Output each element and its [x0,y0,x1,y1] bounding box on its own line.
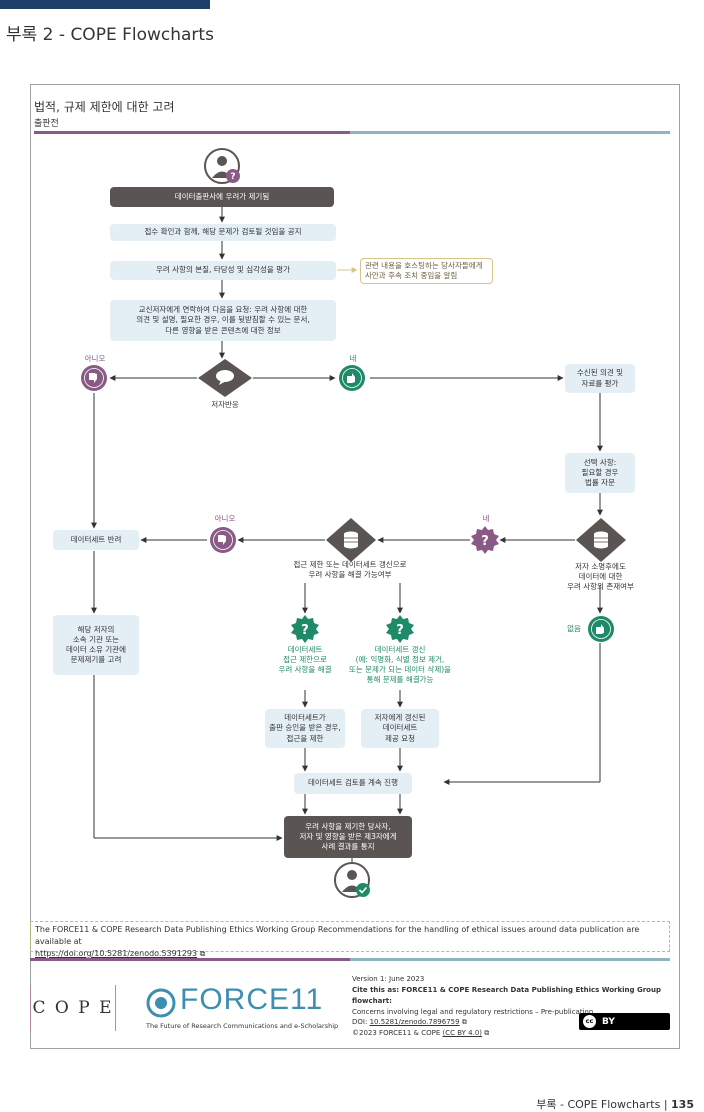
force11-logo-text: FORCE11 [180,983,324,1016]
thumbs-up-icon-2 [588,616,614,642]
thumbs-up-icon [339,365,365,391]
none-label: 없음 [567,624,581,633]
doi-label: DOI: [352,1018,368,1027]
yes-label-1: 네 [349,354,357,363]
flowchart-frame [30,84,680,1049]
force11-tagline: The Future of Research Communications an… [146,1022,339,1030]
svg-text:?: ? [481,534,489,549]
continue-review-box: 데이터세트 검토를 계속 진행 [294,773,412,794]
no-label-1: 아니오 [84,354,106,363]
license-external-link-icon: ⧉ [484,1029,490,1038]
database-decision-diamond-icon [576,518,626,562]
flowchart-heading: 법적, 규제 제한에 대한 고려 [34,100,175,114]
page-footer-text: 부록 - COPE Flowcharts | [536,1098,668,1111]
thumbs-down-icon-2 [210,527,236,553]
cc-icon: cc [583,1015,596,1028]
update-dataset-label: 데이터세트 갱신 (예: 익명화, 식별 정보 제거, 또는 문제가 되는 데이… [348,645,452,685]
citation-note-text: The FORCE11 & COPE Research Data Publish… [35,925,640,946]
cite-line: Cite this as: FORCE11 & COPE Research Da… [352,985,661,1005]
author-response-label: 저자반응 [211,400,239,409]
footer-rule-teal [350,958,670,961]
concern-remains-label: 저자 소명후에도 데이터에 대한 우려 사항의 존재여부 [567,562,634,592]
top-accent-bar [0,0,210,9]
start-box: 데이터출판사에 우려가 제기됨 [110,187,334,207]
cc-by-label: BY [602,1016,615,1027]
license-line: ©2023 FORCE11 & COPE (CC BY 4.0) ⧉ [352,1028,674,1039]
green-question-badge-icon: ? [291,615,319,643]
database-decision-diamond-center-icon [326,518,376,562]
cope-logo: C O P E [30,985,116,1031]
svg-text:?: ? [230,172,235,182]
dataset-return-box: 데이터세트 반려 [53,530,139,550]
cite-description: Concerns involving legal and regulatory … [352,1007,594,1016]
doi-external-link-icon: ⧉ [461,1018,467,1027]
force11-logo-icon [146,988,176,1018]
green-question-badge-icon-2: ? [386,615,414,643]
page-number: 135 [671,1098,694,1111]
svg-text:?: ? [301,623,309,638]
license-link[interactable]: (CC BY 4.0) [442,1029,483,1038]
thumbs-down-icon [81,365,107,391]
flowchart-subheading: 출판전 [34,119,59,129]
appendix-title: 부록 2 - COPE Flowcharts [6,25,214,45]
restrict-access-box: 데이터세트가 출판 승인을 받은 경우, 접근을 제한 [265,709,345,748]
copyright-text: ©2023 FORCE11 & COPE [352,1029,441,1038]
version-info: Version 1: June 2023 Cite this as: FORCE… [352,974,674,1039]
assess-box: 우려 사항의 본질, 타당성 및 심각성을 평가 [110,261,336,280]
page-footer: 부록 - COPE Flowcharts | 135 [536,1096,694,1112]
heading-rule-purple [34,131,350,134]
restrict-access-label: 데이터세트 접근 제한으로 우려 사항을 해결 [278,645,332,675]
no-label-2: 아니오 [214,514,236,523]
user-check-icon [334,862,370,898]
citation-note-box: The FORCE11 & COPE Research Data Publish… [30,921,670,958]
external-link-icon: ⧉ [199,949,206,958]
request-update-box: 저자에게 갱신된 데이터세트 제공 요청 [361,709,439,748]
evaluate-box: 수신된 의견 및 자료를 평가 [565,364,635,393]
notify-outcome-box: 우려 사항을 제기한 당사자, 저자 및 영향을 받은 제3자에게 사례 결과를… [284,816,412,858]
doi-line: DOI: 10.5281/zenodo.7896759 ⧉ [352,1017,674,1028]
user-question-icon: ? [204,148,240,184]
heading-rule-teal [350,131,670,134]
cc-by-badge[interactable]: cc BY [579,1013,670,1030]
footer-rule-purple [30,958,350,961]
contact-author-box: 교신저자에게 연락하여 다음을 요청: 우려 사항에 대한 의견 및 설명, 필… [110,300,336,341]
inform-parties-note: 관련 내용을 호스팅하는 당사자들에게 사안과 후속 조치 중임을 알림 [360,258,493,284]
doi-link[interactable]: 10.5281/zenodo.7896759 [369,1018,460,1027]
svg-text:?: ? [396,623,404,638]
purple-question-badge-icon: ? [471,526,499,554]
version-text: Version 1: June 2023 [352,975,425,983]
consider-institution-box: 해당 저자의 소속 기관 또는 데이터 소유 기관에 문제제기를 고려 [53,615,139,675]
yes-label-2: 네 [482,514,490,523]
speech-decision-diamond-icon [198,359,252,397]
access-update-question-label: 접근 제한 또는 데이터세트 갱신으로 우려 사항을 해결 가능여부 [293,560,407,580]
acknowledge-box: 접수 확인과 함께, 해당 문제가 검토될 것임을 공지 [110,224,336,241]
legal-advice-box: 선택 사항: 필요할 경우 법률 자문 [565,453,635,493]
citation-link[interactable]: https://doi.org/10.5281/zenodo.5391293 [35,949,198,958]
